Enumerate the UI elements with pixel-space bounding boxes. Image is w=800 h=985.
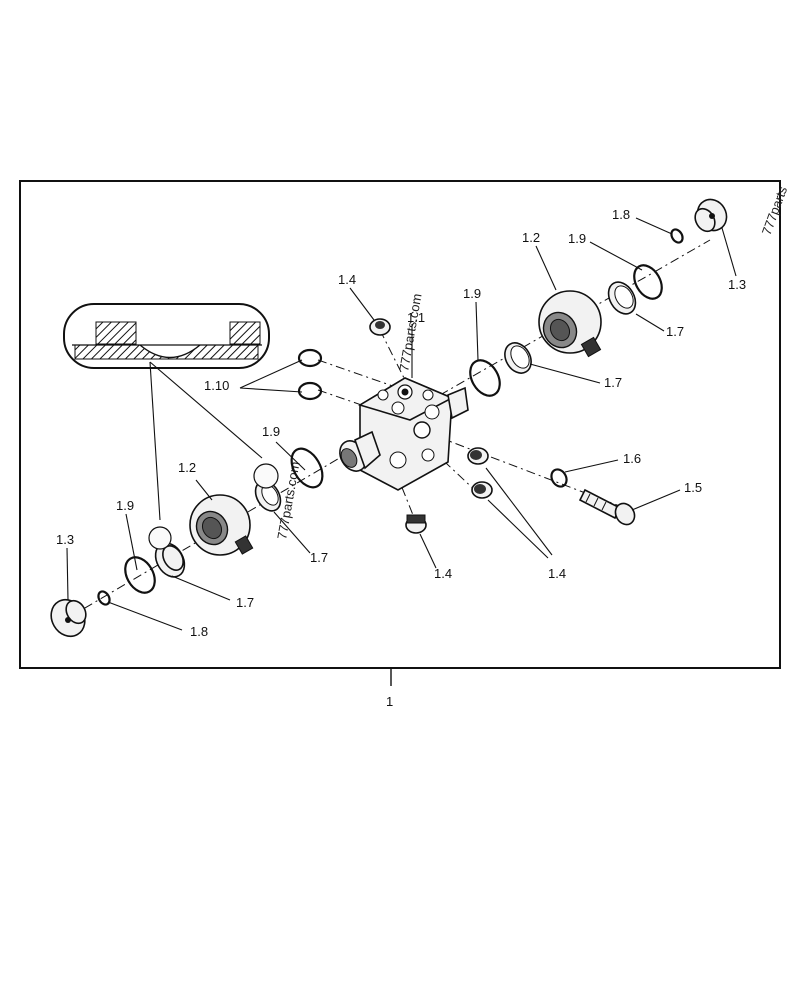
label-screw: 1.5 [684, 480, 702, 495]
label-ring-right-inner: 1.9 [463, 286, 481, 301]
ring-left-inner [290, 447, 324, 489]
cross-section-detail [63, 303, 270, 369]
detail-ball-left [148, 526, 172, 550]
label-seal-left-inner: 1.7 [310, 550, 328, 565]
label-ring-left-outer: 1.9 [116, 498, 134, 513]
label-ball-left: 1.2 [178, 460, 196, 475]
ring-pair-upper [297, 348, 323, 368]
valve-body [339, 377, 469, 491]
detail-ball-center [253, 463, 279, 489]
plug-pair-lower [471, 481, 493, 499]
plug-top [369, 318, 391, 336]
end-cap-right [694, 198, 728, 233]
watermark-center: 777parts.com [396, 292, 424, 372]
label-cap-right: 1.3 [728, 277, 746, 292]
diagram-frame [19, 180, 781, 669]
watermark-top-right: 777parts [759, 184, 791, 237]
label-washer: 1.6 [623, 451, 641, 466]
assembly-label: 1 [386, 694, 393, 709]
label-plug-bottom: 1.4 [434, 566, 452, 581]
label-plug-pair: 1.4 [548, 566, 566, 581]
ring-right-outer [633, 264, 663, 300]
plug-bottom [405, 514, 427, 534]
ring-left-outer [124, 556, 156, 594]
washer [550, 468, 568, 488]
ball-housing-left [189, 494, 254, 556]
ball-housing-right [538, 290, 602, 358]
small-oring-left [97, 590, 111, 606]
label-seal-right-inner: 1.7 [604, 375, 622, 390]
ring-right-inner [469, 359, 501, 397]
plug-pair-upper [467, 447, 489, 465]
label-rings-pair: 1.10 [204, 378, 229, 393]
label-seal-right-outer: 1.7 [666, 324, 684, 339]
label-ring-right-outer: 1.9 [568, 231, 586, 246]
end-cap-left [50, 598, 87, 638]
screw [578, 488, 636, 526]
label-cap-left: 1.3 [56, 532, 74, 547]
label-oring-small-right: 1.8 [612, 207, 630, 222]
label-ring-left-inner: 1.9 [262, 424, 280, 439]
label-body: 1.1 [407, 310, 425, 325]
label-seal-left-outer: 1.7 [236, 595, 254, 610]
small-oring-right [670, 228, 684, 244]
label-plug-top: 1.4 [338, 272, 356, 287]
label-ball-right: 1.2 [522, 230, 540, 245]
ring-pair-lower [297, 381, 323, 401]
label-oring-small-left: 1.8 [190, 624, 208, 639]
